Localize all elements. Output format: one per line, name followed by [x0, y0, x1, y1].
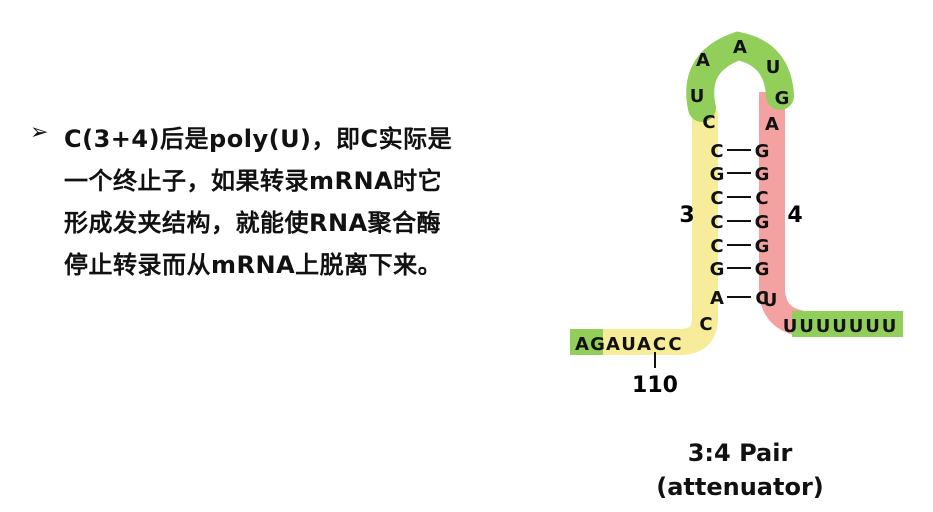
loop-base: U — [766, 57, 781, 78]
bullet-text: C(3+4)后是poly(U)，即C实际是 一个终止子，如果转录mRNA时它 形… — [64, 118, 550, 286]
strand3-base: C — [702, 112, 715, 133]
left-tail-base: C — [653, 334, 666, 355]
loop-base: U — [690, 86, 705, 107]
bullet-line-1: C(3+4)后是poly(U)，即C实际是 — [64, 125, 453, 153]
strand3-base: C — [710, 141, 723, 162]
strand3-base: C — [710, 188, 723, 209]
strand3-base: C — [699, 314, 712, 335]
bullet-point: ➢ C(3+4)后是poly(U)，即C实际是 一个终止子，如果转录mRNA时它… — [30, 118, 550, 286]
strand4-base: C — [755, 288, 768, 309]
right-tail-base: U — [865, 316, 880, 337]
right-tail-base: U — [783, 316, 798, 337]
strand4-base: U — [763, 290, 778, 311]
strand4-base: C — [755, 188, 768, 209]
left-tail-base: U — [621, 334, 636, 355]
right-tail-base: U — [832, 316, 847, 337]
loop-base: A — [696, 50, 710, 71]
left-tail-base: A — [575, 334, 589, 355]
right-tail-base: U — [799, 316, 814, 337]
region3-highlight — [570, 110, 718, 355]
loop-highlight — [686, 31, 794, 122]
strand3-base: G — [710, 164, 725, 185]
caption-title: 3:4 Pair — [687, 439, 793, 467]
left-tail-base: A — [606, 334, 620, 355]
left-tail-base: C — [668, 334, 681, 355]
left-tail-base: G — [590, 334, 605, 355]
left-tail-base: A — [637, 334, 651, 355]
strand4-base: G — [755, 236, 770, 257]
region4-label: 4 — [787, 203, 802, 228]
bullet-arrow-icon: ➢ — [30, 120, 49, 145]
bullet-line-4: 停止转录而从mRNA上脱离下来。 — [64, 251, 443, 279]
strand3-base: G — [710, 259, 725, 280]
right-tail-base: U — [816, 316, 831, 337]
base-pair-bonds — [727, 149, 751, 298]
bullet-line-3: 形成发夹结构，就能使RNA聚合酶 — [64, 209, 442, 237]
region3-label: 3 — [679, 203, 694, 228]
caption-subtitle: (attenuator) — [656, 473, 824, 501]
loop-base: G — [775, 88, 790, 109]
strand3-base: C — [710, 212, 723, 233]
strand4-base: G — [755, 164, 770, 185]
right-tail-base: U — [882, 316, 897, 337]
right-tail-base: U — [849, 316, 864, 337]
strand3-base: A — [710, 288, 724, 309]
strand4-base: G — [755, 141, 770, 162]
position-label: 110 — [632, 373, 678, 398]
loop-base: A — [733, 37, 747, 58]
bullet-line-2: 一个终止子，如果转录mRNA时它 — [64, 167, 443, 195]
loop-base: A — [765, 114, 779, 135]
strand3-base: C — [710, 236, 723, 257]
strand4-base: G — [755, 259, 770, 280]
strand4-base: G — [755, 212, 770, 233]
